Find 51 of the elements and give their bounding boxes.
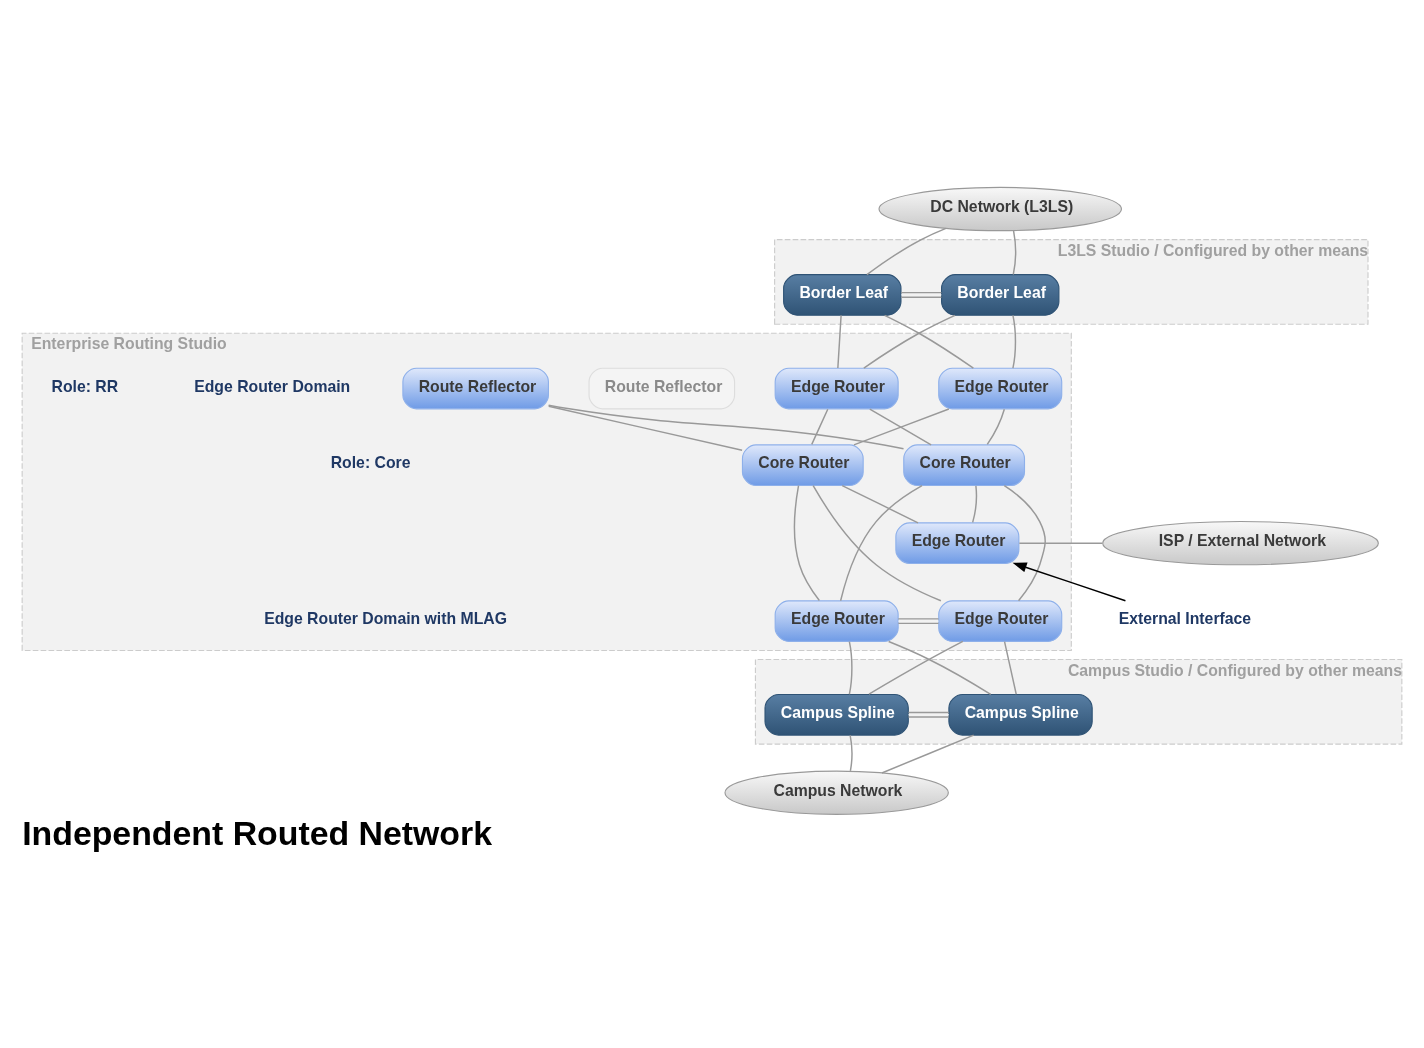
connector [971,485,978,524]
connector [547,405,743,451]
node-box: Core Router [741,444,864,487]
node-box: Edge Router [895,522,1020,565]
node-box: Edge Router [938,367,1063,410]
connector [547,404,905,450]
node-text: External Interface [1118,610,1252,628]
connector [1003,485,1046,602]
connector [887,640,992,696]
node-box: Edge Router [774,367,899,410]
connector [863,314,956,369]
connector [881,734,975,774]
connector [883,314,975,369]
node-ellipse: DC Network (L3LS) [878,186,1123,232]
connector [849,734,853,772]
node-ellipse: Campus Network [724,770,949,815]
connector [1018,542,1103,544]
node-ellipse: ISP / External Network [1102,520,1379,566]
node-box: Border Leaf [941,274,1060,316]
connector [907,711,950,718]
label: Role: Core [330,454,411,472]
arrow [1012,562,1127,602]
connector [1012,230,1017,276]
node-box: Border Leaf [783,274,902,316]
diagram-title: Independent Routed Network [22,813,493,852]
label: Role: RR [51,377,119,395]
connector [866,227,947,276]
node-box: Core Router [903,444,1026,487]
connector [837,314,842,369]
label: Edge Router Domain with MLAG [264,610,507,628]
connector [986,408,1006,446]
connector [839,484,923,602]
connector [793,484,821,602]
node-box: Campus Spline [764,693,909,736]
node-box: Edge Router [938,600,1063,642]
connector [812,484,942,602]
connector [841,484,919,524]
connector [900,291,943,298]
node-box: Campus Spline [948,693,1093,736]
connector [848,640,853,695]
connector [868,640,964,695]
connector [811,408,829,446]
connector [853,408,950,446]
connector [1012,314,1017,369]
connector [869,408,932,446]
connector [1003,640,1017,695]
label: Edge Router Domain [194,377,351,395]
node-box: Edge Router [774,600,899,642]
node-box: Route Reflector [588,367,736,410]
connector [897,618,940,625]
node-box: Route Reflector [402,367,549,410]
